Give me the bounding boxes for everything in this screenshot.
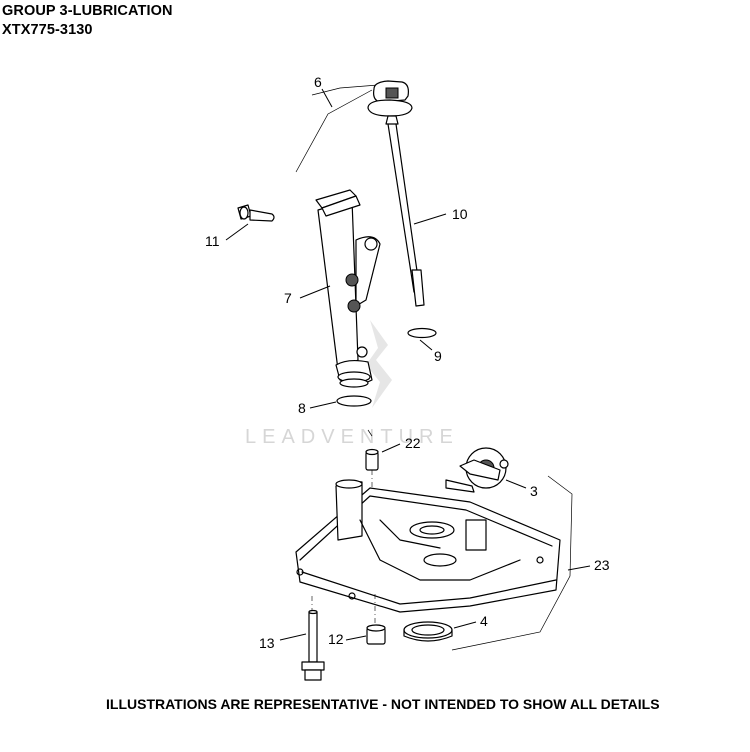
leader-8 [309, 401, 337, 409]
callout-9[interactable]: 9 [434, 348, 442, 364]
leader-22 [381, 443, 401, 453]
o-ring-8[interactable] [336, 395, 372, 407]
governor-gear-assembly[interactable] [445, 447, 509, 493]
callout-10[interactable]: 10 [452, 206, 468, 222]
watermark-text: LEADVENTURE [245, 426, 459, 448]
callout-7[interactable]: 7 [284, 290, 292, 306]
leader-23 [567, 565, 591, 571]
leader-12 [345, 635, 367, 641]
leader-4 [453, 621, 477, 629]
callout-8[interactable]: 8 [298, 400, 306, 416]
plug-12[interactable] [366, 624, 386, 645]
group-bracket-top [295, 89, 373, 173]
flange-bolt-13[interactable] [301, 609, 325, 681]
dipstick[interactable] [367, 80, 425, 307]
oil-seal-4[interactable] [403, 621, 453, 642]
dowel-pin-22[interactable] [365, 448, 379, 471]
leader-6 [321, 88, 333, 108]
leader-11 [225, 223, 249, 241]
leader-7 [299, 285, 331, 299]
callout-13[interactable]: 13 [259, 635, 275, 651]
callout-6[interactable]: 6 [314, 74, 322, 90]
callout-12[interactable]: 12 [328, 631, 344, 647]
callout-3[interactable]: 3 [530, 483, 538, 499]
leader-9 [419, 339, 433, 351]
bolt-11[interactable] [237, 204, 275, 222]
crankcase-cover[interactable] [295, 479, 561, 613]
callout-22[interactable]: 22 [405, 435, 421, 451]
disclaimer-footer: ILLUSTRATIONS ARE REPRESENTATIVE - NOT I… [106, 696, 660, 712]
leader-3 [505, 479, 527, 489]
model-number: XTX775-3130 [2, 22, 93, 38]
watermark: LEADVENTURE [245, 320, 459, 448]
group-bracket-23 [451, 475, 573, 651]
callout-23[interactable]: 23 [594, 557, 610, 573]
callout-4[interactable]: 4 [480, 613, 488, 629]
group-bracket-22 [367, 429, 373, 437]
leader-13 [279, 633, 307, 641]
group-bracket-dipstick [311, 84, 379, 96]
o-ring-9[interactable] [407, 327, 437, 339]
diagram-title: GROUP 3-LUBRICATION [2, 3, 173, 19]
leader-10 [413, 213, 447, 225]
callout-11[interactable]: 11 [205, 233, 220, 249]
oil-fill-tube[interactable] [315, 189, 381, 388]
